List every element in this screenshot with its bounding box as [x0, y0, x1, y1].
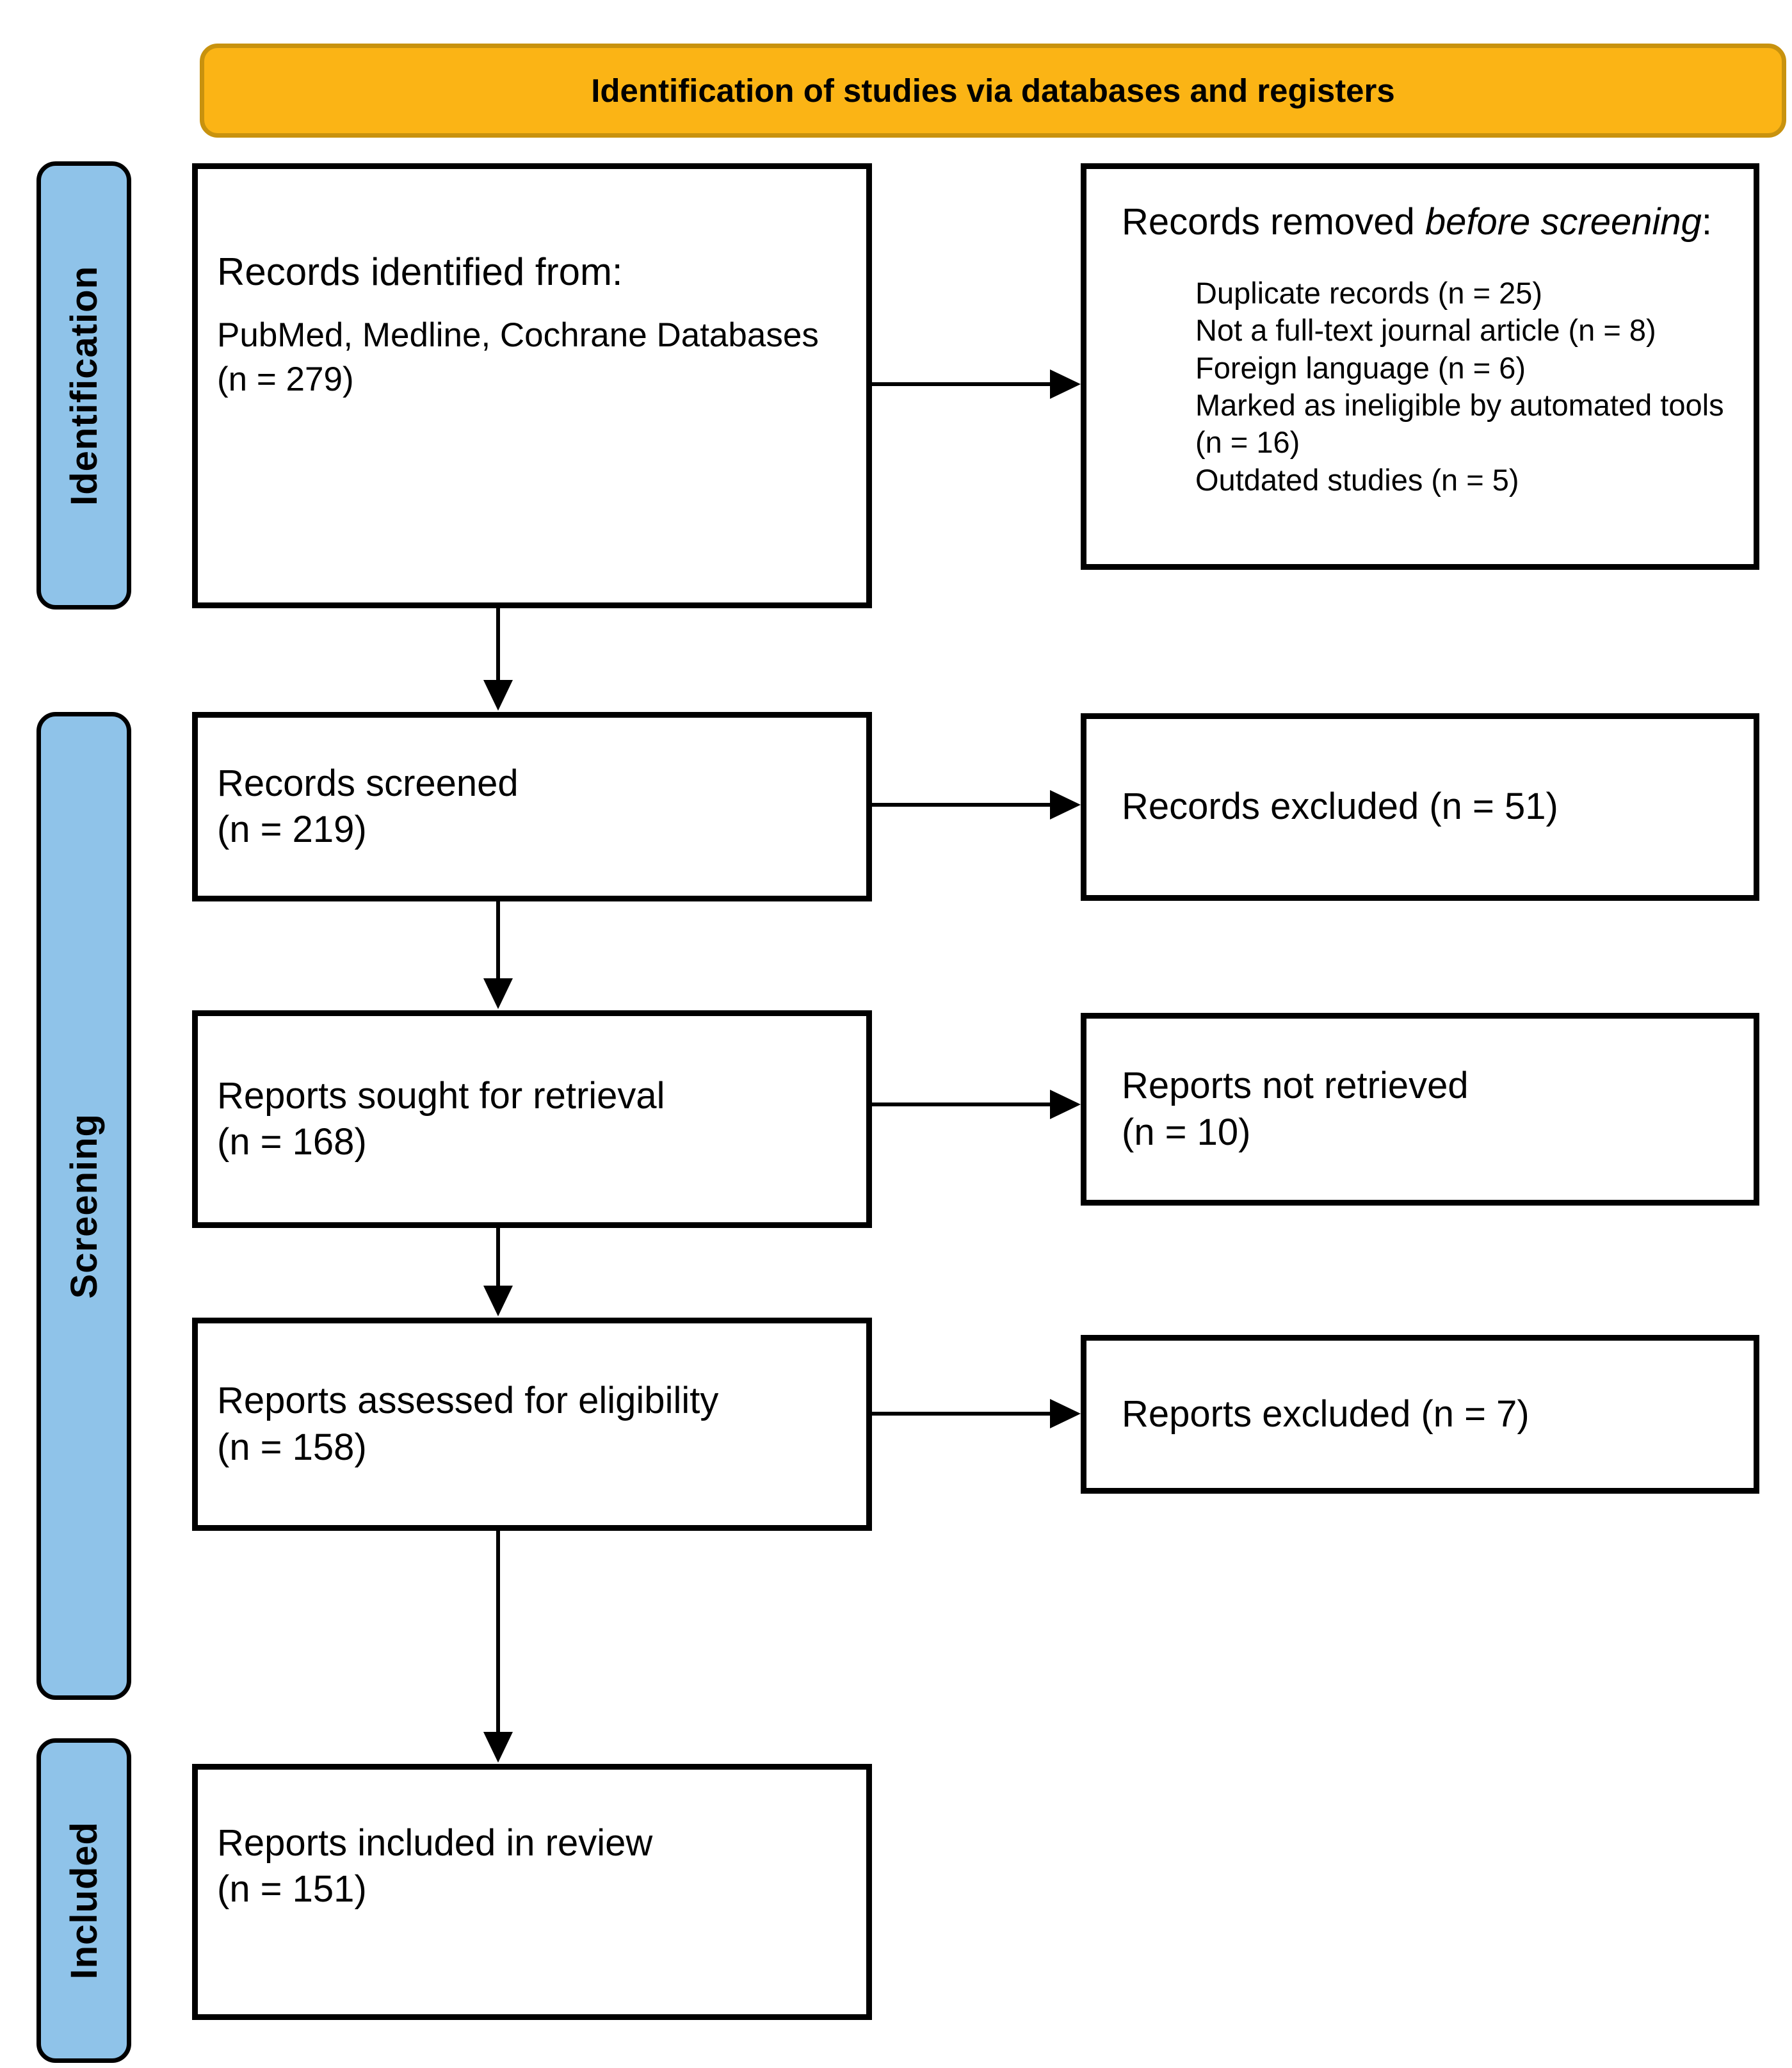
reports-sought-count: (n = 168)	[217, 1121, 367, 1163]
arrow-sought-to-assessed-head	[483, 1286, 513, 1316]
reports-excluded-line1: Reports excluded (n = 7)	[1122, 1393, 1530, 1435]
reason-outdated-studies: Outdated studies (n = 5)	[1195, 462, 1519, 497]
reports-sought-line1: Reports sought for retrieval	[217, 1074, 665, 1117]
box-records-identified: Records identified from: PubMed, Medline…	[192, 163, 872, 608]
records-removed-heading-suffix: :	[1701, 201, 1713, 243]
reason-duplicate-records: Duplicate records (n = 25)	[1195, 276, 1543, 311]
box-records-removed-before-screening: Records removed before screening: Duplic…	[1081, 163, 1759, 570]
records-excluded-line1: Records excluded (n = 51)	[1122, 786, 1558, 828]
records-identified-count: (n = 279)	[217, 360, 354, 398]
reports-assessed-line1: Reports assessed for eligibility	[217, 1380, 719, 1421]
reports-assessed-count: (n = 158)	[217, 1426, 367, 1468]
arrow-screened-to-excluded-head	[1050, 790, 1081, 820]
banner-label: Identification of studies via databases …	[591, 72, 1395, 109]
arrow-screened-to-excluded-shaft	[872, 803, 1053, 807]
arrow-sought-to-not-retrieved-shaft	[872, 1103, 1053, 1106]
records-identified-title: Records identified from:	[217, 250, 623, 294]
records-identified-sources: PubMed, Medline, Cochrane Databases	[217, 316, 819, 355]
box-reports-assessed-for-eligibility: Reports assessed for eligibility (n = 15…	[192, 1318, 872, 1531]
arrow-screened-to-sought-shaft	[496, 901, 500, 981]
records-screened-line1: Records screened	[217, 762, 519, 804]
reason-foreign-language: Foreign language (n = 6)	[1195, 350, 1526, 385]
arrow-identified-to-removed-shaft	[872, 382, 1053, 386]
reason-automated-tools: Marked as ineligible by automated tools …	[1195, 387, 1724, 460]
box-reports-not-retrieved: Reports not retrieved (n = 10)	[1081, 1013, 1759, 1206]
arrow-sought-to-not-retrieved-head	[1050, 1090, 1081, 1119]
arrow-screened-to-sought-head	[483, 978, 513, 1009]
box-reports-sought-for-retrieval: Reports sought for retrieval (n = 168)	[192, 1010, 872, 1228]
records-removed-heading-prefix: Records removed	[1122, 201, 1425, 243]
arrow-identified-to-removed-head	[1050, 369, 1081, 399]
records-removed-heading-italic: before screening	[1425, 201, 1702, 243]
stage-label-included-text: Included	[63, 1822, 105, 1980]
banner-identification-via-databases: Identification of studies via databases …	[200, 44, 1786, 138]
stage-label-included: Included	[36, 1738, 131, 2063]
box-records-screened: Records screened (n = 219)	[192, 712, 872, 901]
reason-not-full-text: Not a full-text journal article (n = 8)	[1195, 313, 1656, 348]
stage-label-identification-text: Identification	[63, 265, 105, 506]
reports-not-retrieved-count: (n = 10)	[1122, 1111, 1251, 1153]
arrow-identified-to-screened-shaft	[496, 608, 500, 682]
arrow-assessed-to-included-shaft	[496, 1531, 500, 1736]
arrow-assessed-to-reports-excluded-shaft	[872, 1412, 1053, 1416]
records-removed-heading: Records removed before screening:	[1122, 196, 1741, 248]
box-reports-excluded: Reports excluded (n = 7)	[1081, 1335, 1759, 1494]
arrow-sought-to-assessed-shaft	[496, 1228, 500, 1289]
reports-not-retrieved-line1: Reports not retrieved	[1122, 1065, 1469, 1106]
stage-label-screening-text: Screening	[63, 1113, 105, 1299]
arrow-assessed-to-reports-excluded-head	[1050, 1399, 1081, 1428]
records-removed-reasons: Duplicate records (n = 25) Not a full-te…	[1195, 275, 1741, 499]
box-records-excluded: Records excluded (n = 51)	[1081, 713, 1759, 901]
arrow-identified-to-screened-head	[483, 680, 513, 711]
reports-included-count: (n = 151)	[217, 1868, 367, 1910]
stage-label-identification: Identification	[36, 161, 131, 610]
stage-label-screening: Screening	[36, 712, 131, 1700]
reports-included-line1: Reports included in review	[217, 1822, 653, 1864]
arrow-assessed-to-included-head	[483, 1732, 513, 1763]
records-screened-count: (n = 219)	[217, 809, 367, 850]
box-reports-included-in-review: Reports included in review (n = 151)	[192, 1764, 872, 2020]
